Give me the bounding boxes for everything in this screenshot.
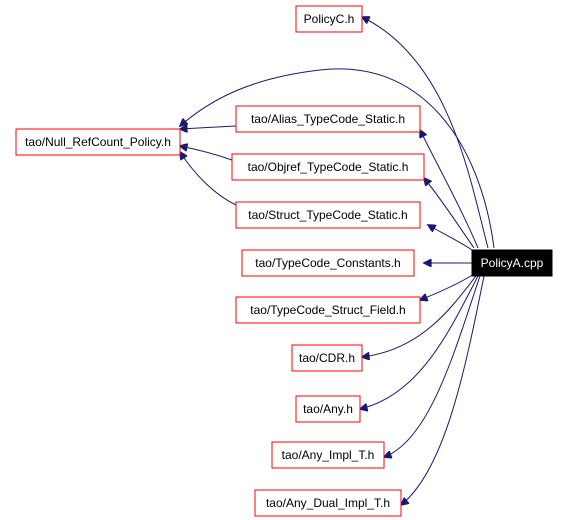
node-alias-typecode-static[interactable]: tao/Alias_TypeCode_Static.h xyxy=(235,105,421,133)
edge-policya-to-struct-field xyxy=(420,273,475,300)
node-label: tao/Any_Impl_T.h xyxy=(282,448,375,462)
node-policyc[interactable]: PolicyC.h xyxy=(295,5,363,33)
node-label: tao/Any_Dual_Impl_T.h xyxy=(266,496,390,510)
node-any-dual-impl-t[interactable]: tao/Any_Dual_Impl_T.h xyxy=(254,489,402,517)
node-typecode-struct-field[interactable]: tao/TypeCode_Struct_Field.h xyxy=(235,296,421,324)
node-label: tao/TypeCode_Struct_Field.h xyxy=(250,303,405,317)
edge-policya-to-objref xyxy=(424,178,475,249)
node-label: tao/Null_RefCount_Policy.h xyxy=(25,135,171,149)
node-label: tao/Struct_TypeCode_Static.h xyxy=(248,208,407,222)
edge-policya-to-cdr xyxy=(362,275,477,357)
edge-policya-to-any-impl xyxy=(384,275,481,457)
node-label: tao/TypeCode_Constants.h xyxy=(255,256,400,270)
edge-policya-to-alias xyxy=(420,130,479,249)
edge-alias-to-null-refcount xyxy=(180,126,237,129)
node-cdr[interactable]: tao/CDR.h xyxy=(291,344,363,372)
node-label: PolicyC.h xyxy=(304,12,355,26)
edge-policya-to-any xyxy=(360,275,479,409)
node-any[interactable]: tao/Any.h xyxy=(295,395,361,423)
node-label: tao/Alias_TypeCode_Static.h xyxy=(251,112,405,126)
node-null-refcount-policy[interactable]: tao/Null_RefCount_Policy.h xyxy=(15,128,181,156)
edges xyxy=(180,17,495,505)
edge-objref-to-null-refcount xyxy=(180,146,233,161)
edge-policya-to-struct xyxy=(428,225,473,251)
edge-policya-to-policyc xyxy=(362,17,489,249)
edge-policya-to-null-refcount xyxy=(180,68,495,249)
node-typecode-constants[interactable]: tao/TypeCode_Constants.h xyxy=(241,249,415,277)
node-objref-typecode-static[interactable]: tao/Objref_TypeCode_Static.h xyxy=(231,153,425,181)
root-label: PolicyA.cpp xyxy=(481,256,544,270)
node-label: tao/CDR.h xyxy=(299,351,355,365)
node-any-impl-t[interactable]: tao/Any_Impl_T.h xyxy=(271,441,385,469)
edge-policya-to-any-dual xyxy=(401,275,485,505)
edge-struct-to-null-refcount xyxy=(180,152,237,206)
node-label: tao/Any.h xyxy=(303,402,353,416)
node-policya-cpp-root[interactable]: PolicyA.cpp xyxy=(471,249,553,277)
node-struct-typecode-static[interactable]: tao/Struct_TypeCode_Static.h xyxy=(235,201,421,229)
node-label: tao/Objref_TypeCode_Static.h xyxy=(248,160,409,174)
